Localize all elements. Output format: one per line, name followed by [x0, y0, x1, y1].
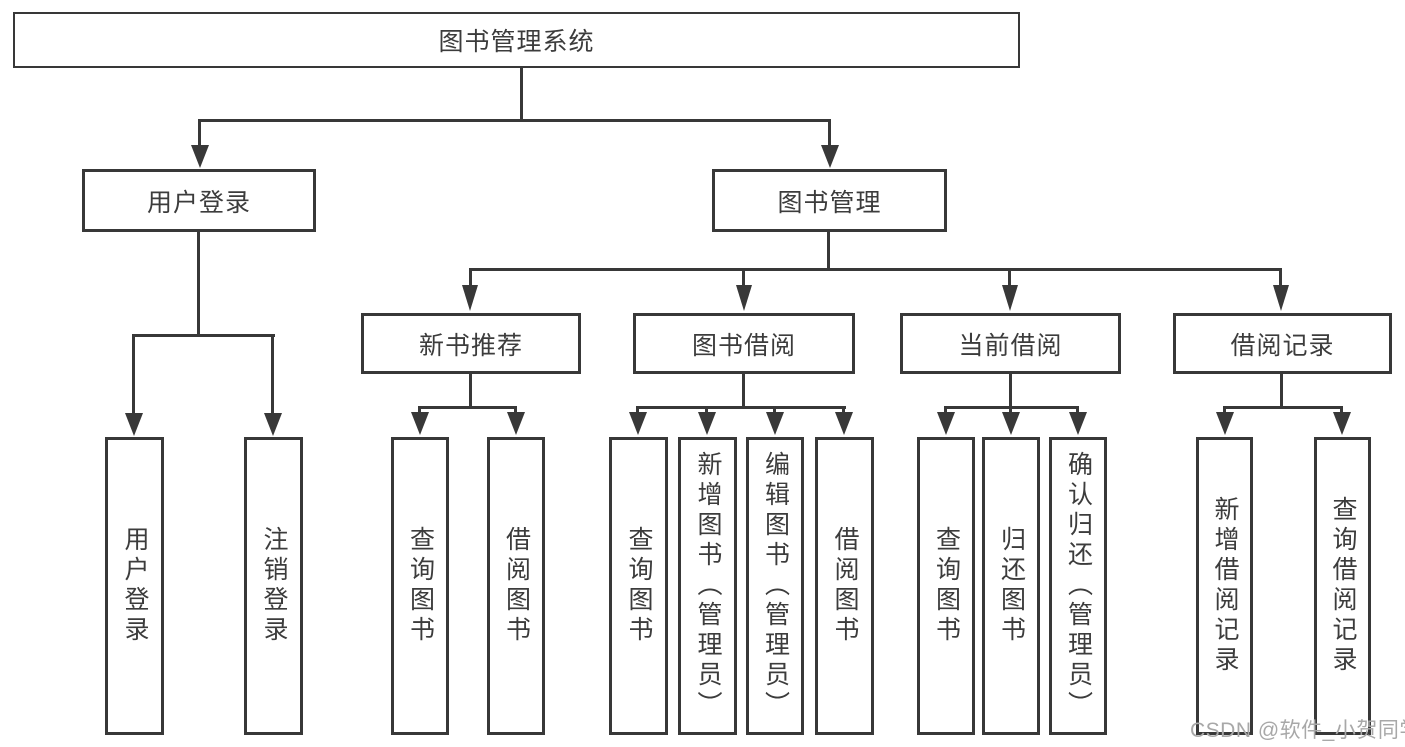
- arrow-down-icon: [698, 412, 716, 435]
- connector-line: [469, 268, 1282, 271]
- arrow-down-icon: [1333, 412, 1351, 435]
- arrow-down-icon: [1273, 285, 1289, 311]
- arrow-down-icon: [411, 412, 429, 435]
- arrow-down-icon: [835, 412, 853, 435]
- node-label: 借阅图书: [831, 526, 859, 646]
- connector-line: [132, 334, 135, 413]
- node-label: 编辑图书（管理员）: [761, 451, 790, 721]
- connector-line: [520, 68, 523, 121]
- node-label: 查询图书: [932, 526, 961, 646]
- node-label: 查询图书: [625, 526, 653, 646]
- connector-line: [198, 119, 831, 122]
- node-label: 注销登录: [260, 526, 288, 646]
- node-label: 图书借阅: [691, 331, 796, 360]
- node-label: 确认归还（管理员）: [1064, 451, 1093, 721]
- connector-line: [828, 119, 831, 153]
- node-root: 图书管理系统: [13, 12, 1020, 68]
- leaf-cb-confirm-return-admin: 确认归还（管理员）: [1049, 437, 1107, 735]
- arrow-down-icon: [462, 285, 478, 311]
- leaf-logout: 注销登录: [244, 437, 303, 735]
- arrow-down-icon: [736, 285, 752, 311]
- leaf-user-login: 用户登录: [105, 437, 164, 735]
- arrow-down-icon: [507, 412, 525, 435]
- node-new-book-recommend: 新书推荐: [361, 313, 581, 374]
- node-borrow-record: 借阅记录: [1173, 313, 1392, 374]
- connector-line: [637, 406, 846, 409]
- node-label: 当前借阅: [958, 331, 1063, 360]
- connector-line: [469, 268, 472, 288]
- connector-line: [742, 374, 745, 409]
- node-current-borrow: 当前借阅: [900, 313, 1121, 374]
- node-label: 新书推荐: [418, 331, 523, 360]
- node-label: 新增借阅记录: [1211, 496, 1239, 676]
- leaf-bb-add-book-admin: 新增图书（管理员）: [678, 437, 737, 735]
- node-label: 查询借阅记录: [1329, 496, 1357, 676]
- node-user-login: 用户登录: [82, 169, 316, 232]
- connector-line: [469, 374, 472, 409]
- node-book-management: 图书管理: [712, 169, 947, 232]
- node-label: 图书管理: [777, 188, 882, 217]
- arrow-down-icon: [937, 412, 955, 435]
- connector-line: [1009, 374, 1012, 409]
- csdn-watermark: CSDN @软件_小贺同学: [1190, 719, 1405, 742]
- connector-line: [198, 119, 201, 153]
- connector-line: [419, 406, 517, 409]
- node-label: 归还图书: [997, 526, 1026, 646]
- connector-line: [1280, 374, 1283, 409]
- connector-line: [271, 334, 274, 413]
- leaf-br-query-record: 查询借阅记录: [1314, 437, 1371, 735]
- arrow-down-icon: [821, 145, 839, 168]
- leaf-bb-borrow-book: 借阅图书: [815, 437, 874, 735]
- arrow-down-icon: [1216, 412, 1234, 435]
- node-label: 用户登录: [121, 526, 149, 646]
- leaf-br-add-record: 新增借阅记录: [1196, 437, 1253, 735]
- node-label: 借阅记录: [1230, 331, 1335, 360]
- node-book-borrow: 图书借阅: [633, 313, 855, 374]
- node-label: 用户登录: [146, 188, 251, 217]
- arrow-down-icon: [191, 145, 209, 168]
- connector-line: [1224, 406, 1343, 409]
- leaf-bb-edit-book-admin: 编辑图书（管理员）: [746, 437, 804, 735]
- leaf-rec-borrow-book: 借阅图书: [487, 437, 545, 735]
- connector-line: [827, 232, 830, 270]
- connector-line: [742, 268, 745, 288]
- arrow-down-icon: [125, 413, 143, 436]
- arrow-down-icon: [264, 413, 282, 436]
- connector-line: [132, 334, 275, 337]
- node-label: 新增图书（管理员）: [694, 451, 722, 721]
- connector-line: [197, 232, 200, 336]
- leaf-bb-query-book: 查询图书: [609, 437, 668, 735]
- arrow-down-icon: [629, 412, 647, 435]
- connector-line: [945, 406, 1079, 409]
- arrow-down-icon: [1002, 285, 1018, 311]
- node-label: 借阅图书: [502, 526, 531, 646]
- leaf-cb-return-book: 归还图书: [982, 437, 1040, 735]
- leaf-rec-query-book: 查询图书: [391, 437, 449, 735]
- arrow-down-icon: [1069, 412, 1087, 435]
- leaf-cb-query-book: 查询图书: [917, 437, 975, 735]
- node-label: 查询图书: [406, 526, 435, 646]
- connector-line: [1279, 268, 1282, 288]
- connector-line: [1008, 268, 1011, 288]
- node-label: 图书管理系统: [438, 28, 595, 56]
- arrow-down-icon: [766, 412, 784, 435]
- arrow-down-icon: [1002, 412, 1020, 435]
